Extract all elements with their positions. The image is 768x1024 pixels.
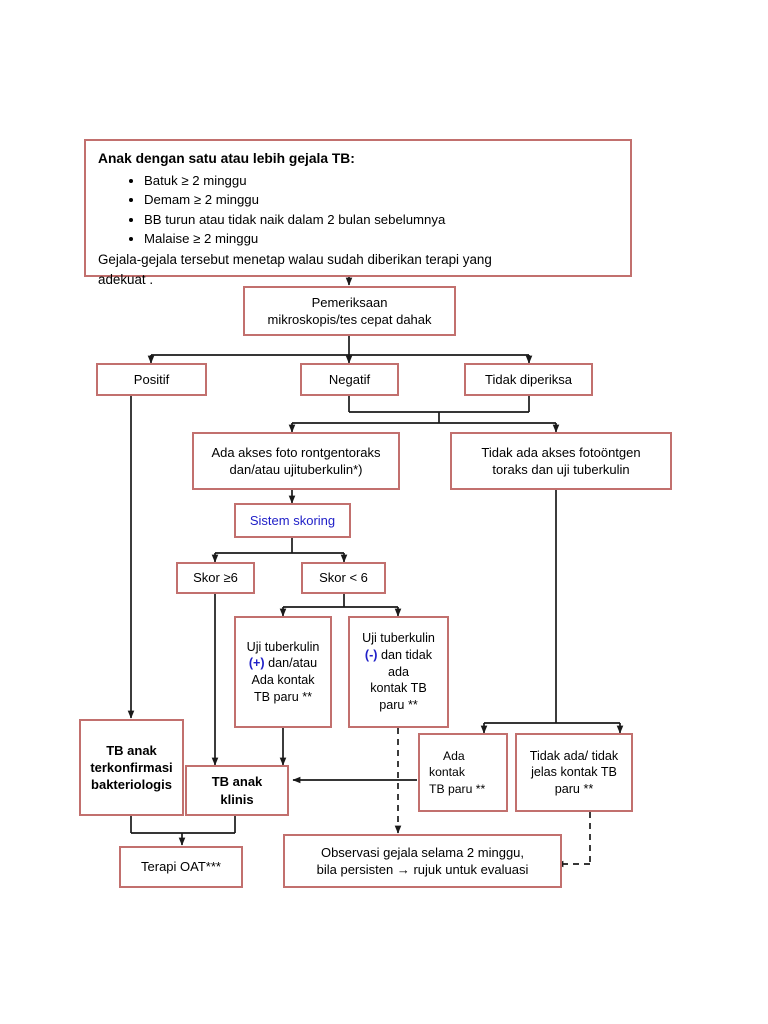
uji-pos-sign-positive: (+) [248, 656, 265, 671]
node-positif: Positif [96, 363, 207, 396]
node-pemeriksaan: Pemeriksaan mikroskopis/tes cepat dahak [243, 286, 456, 336]
root-bullet-2: BB turun atau tidak naik dalam 2 bulan s… [144, 210, 620, 230]
node-sistem-skoring: Sistem skoring [234, 503, 351, 538]
node-observasi: Observasi gejala selama 2 minggu, bila p… [283, 834, 562, 888]
ada-kontak-line3: TB paru ** [429, 781, 486, 796]
tb-klinis-line2: klinis [220, 791, 254, 807]
node-terapi-oat: Terapi OAT*** [119, 846, 243, 888]
tidak-ada-akses-line1: Tidak ada akses fotoöntgen [481, 444, 641, 460]
ada-kontak-line1: Ada [443, 749, 465, 764]
skor-ge6-label: Skor ≥6 [193, 570, 238, 586]
tidak-ada-kontak-line3: paru ** [554, 781, 594, 796]
tidak-ada-akses-line2: toraks dan uji tuberkulin [492, 462, 630, 477]
negatif-label: Negatif [328, 371, 371, 387]
root-footer-line1: Gejala-gejala tersebut menetap walau sud… [98, 251, 492, 267]
uji-pos-line2-rest: dan/atau [264, 656, 318, 671]
node-tidak-ada-kontak: Tidak ada/ tidak jelas kontak TB paru ** [515, 733, 633, 812]
node-tidak-ada-akses: Tidak ada akses fotoöntgen toraks dan uj… [450, 432, 672, 490]
uji-pos-line2: (+) dan/atau [249, 655, 317, 672]
observasi-line1: Observasi gejala selama 2 minggu, [320, 844, 525, 860]
tb-bakteriologis-line1: TB anak [106, 742, 157, 758]
root-bullet-list: Batuk ≥ 2 minggu Demam ≥ 2 minggu BB tur… [98, 171, 620, 249]
root-bullet-0: Batuk ≥ 2 minggu [144, 171, 620, 191]
node-ada-akses: Ada akses foto rontgentoraks dan/atau uj… [192, 432, 400, 490]
uji-neg-sign-negative: (-) [364, 648, 378, 663]
tb-klinis-line1: TB anak [211, 774, 263, 790]
node-ada-kontak: Ada kontak TB paru ** [418, 733, 508, 812]
pemeriksaan-line1: Pemeriksaan [311, 294, 388, 310]
uji-neg-line3: ada [387, 664, 409, 679]
tb-bakteriologis-line2: terkonfirmasi [90, 759, 173, 775]
tb-bakteriologis-line3: bakteriologis [91, 777, 172, 793]
terapi-oat-label: Terapi OAT*** [141, 859, 221, 875]
node-root-symptoms: Anak dengan satu atau lebih gejala TB: B… [84, 139, 632, 287]
ada-akses-line1: Ada akses foto rontgentoraks [211, 444, 381, 460]
uji-neg-line5: paru ** [379, 697, 418, 712]
root-footer-line2: adekuat . [98, 271, 154, 287]
uji-neg-line2-rest: dan tidak [377, 648, 433, 663]
pemeriksaan-line2: mikroskopis/tes cepat dahak [267, 312, 432, 327]
root-bullet-1: Demam ≥ 2 minggu [144, 190, 620, 210]
uji-neg-line1: Uji tuberkulin [362, 631, 435, 646]
root-heading: Anak dengan satu atau lebih gejala TB: [98, 151, 355, 166]
uji-pos-line3: Ada kontak [251, 673, 315, 687]
uji-pos-line1: Uji tuberkulin [246, 639, 320, 654]
node-uji-tuberkulin-positif: Uji tuberkulin (+) dan/atau Ada kontak T… [234, 616, 332, 728]
uji-neg-line4: kontak TB [370, 681, 427, 696]
tidak-diperiksa-label: Tidak diperiksa [485, 371, 572, 387]
node-skor-lt6: Skor < 6 [301, 562, 386, 594]
node-tidak-diperiksa: Tidak diperiksa [464, 363, 593, 396]
node-tb-klinis: TB anak klinis [185, 765, 289, 816]
sistem-skoring-label: Sistem skoring [249, 512, 336, 528]
node-skor-ge6: Skor ≥6 [176, 562, 255, 594]
uji-pos-line4: TB paru ** [253, 689, 313, 704]
ada-akses-line2: dan/atau ujituberkulin*) [229, 462, 363, 477]
tidak-ada-kontak-line2: jelas kontak TB [531, 765, 617, 780]
skor-lt6-label: Skor < 6 [319, 570, 368, 586]
ada-kontak-line2: kontak [429, 765, 465, 780]
node-negatif: Negatif [300, 363, 399, 396]
node-uji-tuberkulin-negatif: Uji tuberkulin (-) dan tidak ada kontak … [348, 616, 449, 728]
positif-label: Positif [133, 371, 170, 387]
root-bullet-3: Malaise ≥ 2 minggu [144, 229, 620, 249]
observasi-line2: bila persisten → rujuk untuk evaluasi [316, 862, 529, 877]
tidak-ada-kontak-line1: Tidak ada/ tidak [529, 748, 619, 763]
uji-neg-line2: (-) dan tidak [365, 647, 432, 664]
node-tb-terkonfirmasi-bakteriologis: TB anak terkonfirmasi bakteriologis [79, 719, 184, 816]
